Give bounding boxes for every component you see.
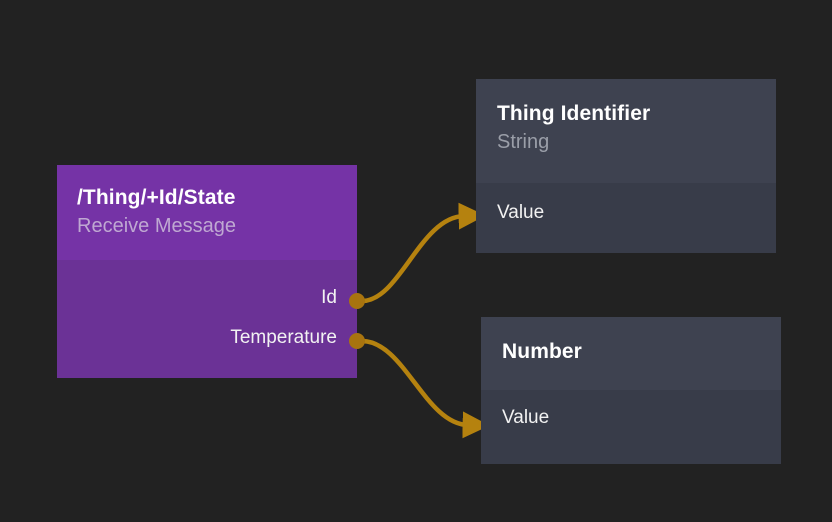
- node-number-header[interactable]: Number: [481, 317, 781, 390]
- output-port-temperature-label[interactable]: Temperature: [230, 327, 337, 348]
- output-port-id-dot[interactable]: [349, 293, 365, 309]
- node-receive-message-title: /Thing/+Id/State: [77, 186, 236, 209]
- input-port-value-label-number[interactable]: Value: [502, 407, 550, 428]
- node-thing-identifier-header[interactable]: Thing Identifier String: [476, 79, 776, 183]
- node-receive-message-body: Id Temperature: [57, 260, 357, 378]
- node-number-body: Value: [481, 390, 781, 464]
- node-number[interactable]: Number Value: [481, 317, 781, 464]
- node-receive-message-subtitle: Receive Message: [77, 215, 236, 237]
- node-receive-message[interactable]: /Thing/+Id/State Receive Message Id Temp…: [57, 165, 357, 378]
- node-receive-message-header[interactable]: /Thing/+Id/State Receive Message: [57, 165, 357, 260]
- node-thing-identifier[interactable]: Thing Identifier String Value: [476, 79, 776, 253]
- output-port-temperature-dot[interactable]: [349, 333, 365, 349]
- input-port-value-label-thing-identifier[interactable]: Value: [497, 202, 545, 223]
- node-number-title: Number: [502, 340, 582, 363]
- node-thing-identifier-body: Value: [476, 183, 776, 253]
- node-thing-identifier-subtitle: String: [497, 131, 550, 153]
- output-port-id-label[interactable]: Id: [321, 287, 337, 308]
- connection-temperature-to-value[interactable]: [359, 338, 490, 439]
- node-thing-identifier-title: Thing Identifier: [497, 102, 651, 125]
- connection-id-to-value[interactable]: [359, 202, 486, 304]
